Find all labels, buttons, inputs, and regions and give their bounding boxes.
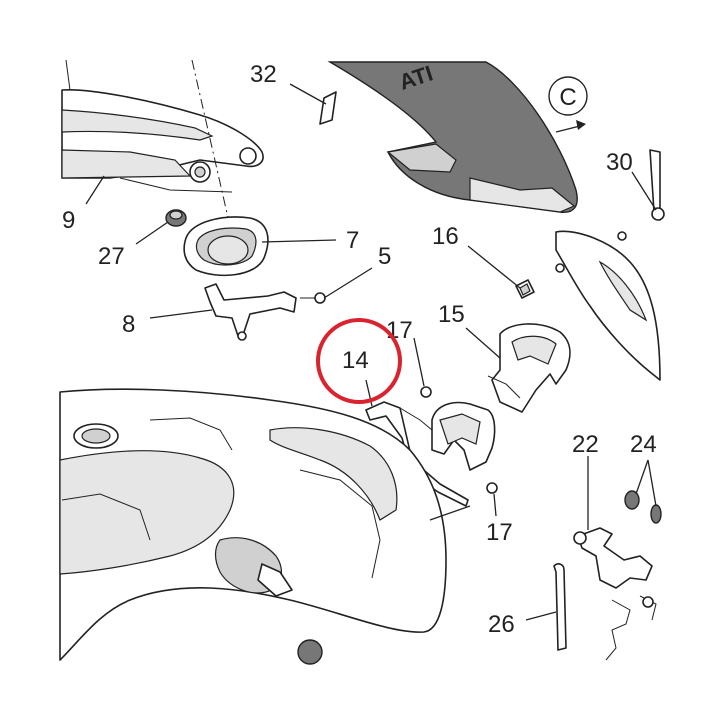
part-7-cup — [183, 216, 269, 277]
leader-lines — [85, 83, 657, 621]
callout-26: 26 — [488, 611, 515, 638]
upper-body-panel: ATI — [327, 61, 578, 213]
callout-9: 9 — [62, 207, 75, 234]
part-9-arm — [61, 59, 264, 193]
part-14-bracket — [365, 401, 496, 507]
part-16-nut — [515, 279, 535, 299]
callout-22: 22 — [572, 431, 599, 458]
right-side-panel — [555, 230, 661, 381]
callout-5: 5 — [378, 243, 391, 270]
axis-line — [191, 59, 241, 271]
svg-text:C: C — [559, 84, 576, 111]
reference-symbol: C — [548, 76, 588, 133]
callout-17-upper: 17 — [386, 317, 413, 344]
callout-30: 30 — [606, 149, 633, 176]
part-17-screws — [420, 386, 498, 494]
callout-32: 32 — [250, 61, 277, 88]
part-30-fairing — [649, 149, 665, 221]
callout-8: 8 — [122, 311, 135, 338]
callout-24: 24 — [630, 431, 657, 458]
part-8-bracket — [204, 283, 297, 341]
part-15-clip — [487, 323, 571, 413]
part-22-bracket — [573, 527, 657, 661]
part-32 — [319, 91, 337, 125]
callout-16: 16 — [432, 223, 459, 250]
highlight-ring — [316, 318, 402, 404]
callouts: 32 9 27 7 5 8 16 30 15 17 14 17 22 24 26 — [62, 61, 657, 638]
callout-15: 15 — [438, 301, 465, 328]
part-26-rod — [553, 563, 567, 651]
callout-27: 27 — [98, 243, 125, 270]
part-27-grommet — [165, 209, 187, 227]
part-5-screw — [300, 292, 326, 304]
part-24-grommets — [624, 490, 662, 524]
callout-14: 14 — [342, 347, 369, 374]
callout-7: 7 — [346, 227, 359, 254]
main-frame — [59, 388, 447, 665]
callout-17-lower: 17 — [486, 519, 513, 546]
